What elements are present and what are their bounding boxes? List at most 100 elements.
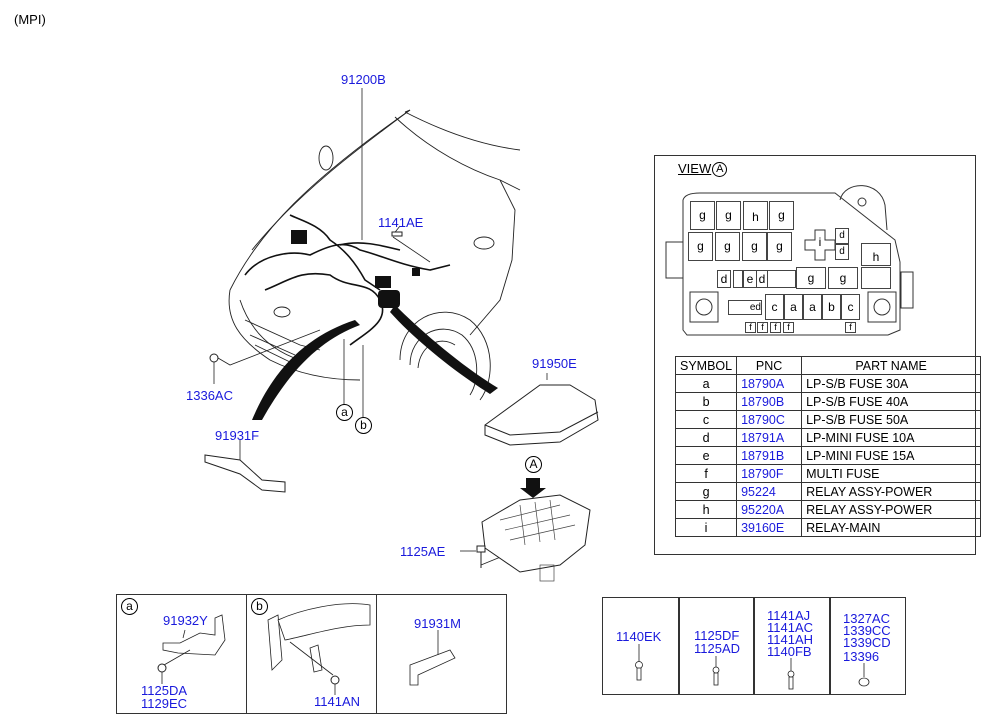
down-arrow-icon: [520, 478, 546, 498]
fuse-cell: d: [835, 228, 849, 244]
fuse-cell: [861, 267, 891, 289]
part-name-cell: LP-S/B FUSE 40A: [801, 392, 982, 411]
pnc-link[interactable]: 18791B: [736, 446, 803, 465]
symbol-cell: d: [674, 428, 738, 447]
bracket-91931F: [204, 454, 286, 493]
pnc-link[interactable]: 18790F: [736, 464, 803, 483]
fuse-cell: b: [822, 294, 841, 320]
fuse-cell: f: [745, 322, 756, 333]
view-a-panel: [654, 155, 976, 555]
label-1141AH[interactable]: 1141AH: [767, 632, 814, 647]
col-header-pnc: PNC: [736, 356, 803, 375]
label-bolt-1141AE[interactable]: 1141AE: [378, 215, 424, 230]
fuse-cell: c: [765, 294, 784, 320]
label-1339CD[interactable]: 1339CD: [843, 635, 891, 650]
pnc-link[interactable]: 18790A: [736, 374, 803, 393]
fuse-cell: f: [757, 322, 768, 333]
label-91932Y[interactable]: 91932Y: [163, 613, 208, 628]
fuse-cell: g: [716, 201, 741, 230]
bolt-icon: [476, 545, 486, 553]
symbol-cell: e: [674, 446, 738, 465]
label-13396[interactable]: 13396: [843, 649, 880, 664]
label-1339CC[interactable]: 1339CC: [843, 623, 891, 638]
connector-block: [291, 230, 307, 244]
bolt-icon: [391, 231, 403, 237]
symbol-cell: h: [674, 500, 738, 519]
fuse-cell: a: [803, 294, 822, 320]
part-name-cell: RELAY ASSY-POWER: [801, 500, 982, 519]
symbol-cell: f: [674, 464, 738, 483]
pnc-link[interactable]: 95220A: [736, 500, 803, 519]
label-1327AC[interactable]: 1327AC: [843, 611, 890, 626]
label-1125DA[interactable]: 1125DA: [141, 683, 188, 698]
label-1125DF[interactable]: 1125DF: [694, 628, 740, 643]
pnc-link[interactable]: 39160E: [736, 518, 803, 537]
part-name-cell: MULTI FUSE: [801, 464, 982, 483]
pnc-link[interactable]: 18791A: [736, 428, 803, 447]
pnc-link[interactable]: 18790C: [736, 410, 803, 429]
table-header-row: SYMBOL PNC PART NAME: [674, 356, 982, 375]
detail-panel-bracket: [376, 594, 507, 714]
label-91931M[interactable]: 91931M: [414, 616, 461, 631]
pointer-band-left: [252, 320, 360, 420]
fastener-panel-2: [678, 597, 755, 695]
label-cover[interactable]: 91950E: [532, 356, 577, 371]
fuse-cell: g: [767, 232, 792, 261]
fuse-cell: d: [835, 244, 849, 260]
part-name-cell: LP-MINI FUSE 10A: [801, 428, 982, 447]
part-name-cell: RELAY ASSY-POWER: [801, 482, 982, 501]
label-1141AJ[interactable]: 1141AJ: [767, 608, 811, 623]
symbol-cell: a: [674, 374, 738, 393]
fuse-cell: g: [769, 201, 794, 230]
fuse-cell: h: [743, 201, 768, 230]
symbol-cell: c: [674, 410, 738, 429]
relay-main-symbol: i: [818, 235, 822, 249]
label-1141AC[interactable]: 1141AC: [767, 620, 814, 635]
fuse-cell: f: [783, 322, 794, 333]
label-harness[interactable]: 91200B: [341, 72, 386, 87]
fastener-panel-4: [829, 597, 906, 695]
part-name-cell: LP-S/B FUSE 30A: [801, 374, 982, 393]
fuse-cell: [767, 270, 796, 288]
label-1129EC[interactable]: 1129EC: [141, 696, 188, 711]
label-box-bolt[interactable]: 1125AE: [400, 544, 446, 559]
pnc-link[interactable]: 95224: [736, 482, 803, 501]
pointer-band-right: [390, 305, 498, 394]
fuse-cell: g: [742, 232, 767, 261]
symbol-cell: b: [674, 392, 738, 411]
fuse-cell: e: [743, 270, 757, 288]
variant-label: (MPI): [14, 12, 46, 27]
view-marker-circle: A: [712, 162, 728, 177]
callout-b: b: [355, 417, 372, 434]
pnc-link[interactable]: 18790B: [736, 392, 803, 411]
label-1125AD[interactable]: 1125AD: [694, 641, 741, 656]
label-1140FB[interactable]: 1140FB: [767, 644, 812, 659]
label-bracket[interactable]: 91931F: [215, 428, 260, 443]
connector-block: [375, 276, 391, 288]
label-1141AN[interactable]: 1141AN: [314, 694, 361, 709]
fastener-panel-3: [753, 597, 831, 695]
label-grommet[interactable]: 1336AC: [186, 388, 233, 403]
fuse-cell: f: [770, 322, 781, 333]
fuse-cell: c: [841, 294, 860, 320]
fuse-cell: g: [715, 232, 740, 261]
col-header-symbol: SYMBOL: [674, 356, 738, 375]
hood-edge-left: [229, 109, 411, 291]
view-title-text: VIEW: [678, 161, 712, 176]
part-name-cell: LP-MINI FUSE 15A: [801, 446, 982, 465]
label-1140EK[interactable]: 1140EK: [616, 629, 662, 644]
fastener-panel-1: [602, 597, 680, 695]
grommet-icon: [209, 353, 219, 363]
fuse-cell: g: [828, 267, 858, 289]
fuse-cell: g: [690, 201, 715, 230]
